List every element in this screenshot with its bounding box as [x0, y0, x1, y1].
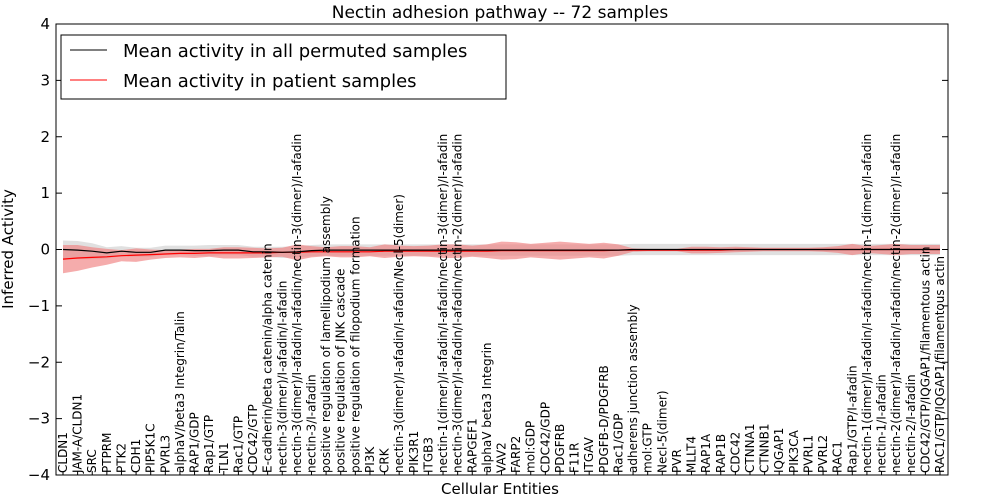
x-tick-label: CLDN1 [56, 432, 70, 473]
legend-label-patient: Mean activity in patient samples [123, 71, 417, 92]
x-tick-label: Rap1/GTP [202, 415, 216, 473]
y-tick-label: −1 [28, 297, 50, 315]
x-tick-label: ITGAV [582, 436, 596, 473]
x-tick-label: PTK2 [115, 443, 129, 473]
x-tick-label: TLN1 [217, 442, 231, 474]
x-tick-label: RAPGEF1 [465, 418, 479, 473]
x-tick-label: Rac1/GTP [231, 416, 245, 473]
x-tick-label: alphaV/beta3 Integrin/Talin [173, 311, 187, 473]
x-tick-label: positive regulation of JNK cascade [334, 269, 348, 473]
x-tick-label: E-cadherin/beta catenin/alpha catenin [261, 243, 275, 473]
x-tick-label: PI3K [363, 446, 377, 473]
x-tick-label: nectin-3(dimer)/I-afadin/I-afadin/Necl-5… [392, 194, 406, 473]
y-tick-label: −2 [28, 353, 50, 371]
x-tick-label: CDC42 [728, 432, 742, 473]
legend-box [60, 34, 507, 100]
x-tick-label: nectin-1(dimer)/I-afadin/I-afadin/nectin… [860, 134, 874, 473]
x-tick-label: ITGB3 [421, 437, 435, 473]
x-tick-label: adherens junction assembly [626, 304, 640, 473]
x-tick-label: FARP2 [509, 436, 523, 473]
x-tick-label: nectin-2(dimer)/I-afadin/I-afadin/nectin… [889, 134, 903, 473]
x-tick-label: CTNNB1 [758, 423, 772, 473]
y-tick-label: 3 [40, 71, 50, 89]
x-tick-label: Rap1/GTP/I-afadin [845, 365, 859, 473]
x-tick-label: positive regulation of filopodium format… [348, 216, 362, 473]
x-tick-label: PVRL2 [816, 435, 830, 473]
y-tick-label: 2 [40, 128, 50, 146]
confidence-bands [63, 240, 940, 274]
x-tick-label: nectin-1/I-afadin [875, 374, 889, 473]
x-tick-label: MLLT4 [685, 436, 699, 473]
x-tick-label: RAP1B [714, 434, 728, 473]
x-tick-label: nectin-3(dimer)/I-afadin/I-afadin [275, 281, 289, 473]
x-tick-label: nectin-3(dimer)/I-afadin/I-afadin/nectin… [451, 134, 465, 473]
x-tick-label: nectin-2/I-afadin [904, 374, 918, 473]
x-tick-label: CDC42/GTP/IQGAP1/filamentous actin [918, 247, 932, 473]
chart-title: Nectin adhesion pathway -- 72 samples [332, 3, 669, 23]
y-tick-label: 4 [40, 15, 50, 33]
x-tick-label: CTNNA1 [743, 423, 757, 473]
x-tick-label: mol:GDP [524, 421, 538, 473]
x-tick-label: PIK3CA [787, 429, 801, 473]
x-tick-label: RAP1/GDP [188, 412, 202, 473]
x-axis-label: Cellular Entities [441, 480, 559, 498]
x-tick-label: RAC1/GTP/IQGAP1/filamentous actin [933, 256, 947, 473]
legend: Mean activity in all permuted samples Me… [60, 34, 507, 100]
x-tick-label: RAC1 [831, 441, 845, 473]
x-tick-label: PIK3R1 [407, 431, 421, 473]
x-tick-label: RAP1A [699, 433, 713, 473]
y-axis-label: Inferred Activity [0, 189, 17, 309]
x-tick-label: SRC [85, 449, 99, 473]
x-tick-label: CDC42/GTP [246, 404, 260, 473]
x-tick-label: nectin-1(dimer)/I-afadin/I-afadin/nectin… [436, 134, 450, 473]
x-tick-label: PDGFRB [553, 424, 567, 473]
line-series-0 [62, 248, 940, 254]
series-lines [62, 248, 940, 260]
x-tick-label: mol:GTP [641, 423, 655, 473]
x-tick-label: PTPRM [100, 433, 114, 474]
x-tick-label: nectin-3(dimer)/I-afadin/I-afadin/nectin… [290, 134, 304, 473]
x-tick-label: JAM-A/CLDN1 [71, 394, 85, 474]
x-tick-label: PVRL1 [802, 435, 816, 473]
x-tick-label: Necl-5(dimer) [655, 390, 669, 473]
y-tick-label: −4 [28, 466, 50, 484]
x-tick-label: CDH1 [129, 439, 143, 473]
x-tick-label: CRK [378, 447, 392, 473]
legend-label-permuted: Mean activity in all permuted samples [123, 41, 467, 62]
x-tick-label: IQGAP1 [772, 428, 786, 473]
x-tick-label: PVR [670, 449, 684, 473]
x-tick-label: VAV2 [495, 442, 509, 473]
x-tick-label: PDGFB-D/PDGFRB [597, 365, 611, 473]
y-tick-label: 0 [40, 241, 50, 259]
x-tick-label: Rac1/GDP [611, 414, 625, 473]
x-tick-label: PIP5K1C [144, 423, 158, 473]
x-tick-label: PVRL3 [158, 435, 172, 473]
y-axis: 4 3 2 1 0 −1 −2 −3 −4 [28, 15, 948, 484]
x-tick-label: nectin-3/I-afadin [305, 374, 319, 473]
y-tick-label: 1 [40, 184, 50, 202]
x-tick-label: alphaV beta3 Integrin [480, 342, 494, 473]
y-tick-label: −3 [28, 410, 50, 428]
x-tick-label: CDC42/GDP [538, 402, 552, 473]
x-tick-label: F11R [568, 442, 582, 473]
x-tick-label: positive regulation of lamellipodium ass… [319, 196, 333, 473]
